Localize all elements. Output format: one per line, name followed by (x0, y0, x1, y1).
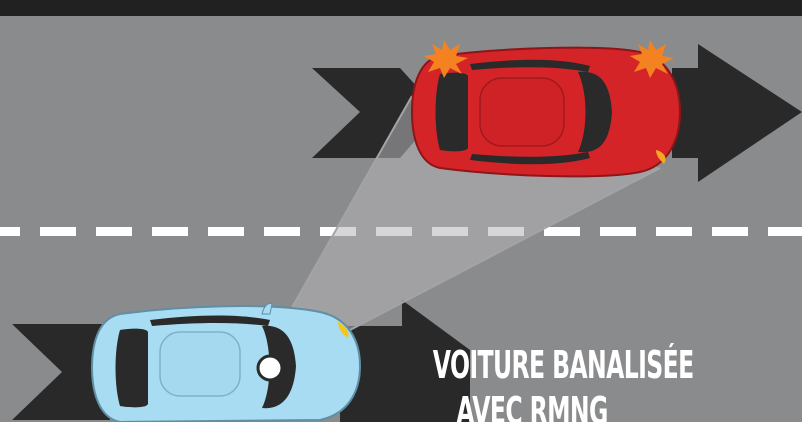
target-car-rear-window (436, 73, 469, 152)
unmarked-car (92, 303, 360, 422)
unmarked-car-caption: VOITURE BANALISÉE AVEC RMNG (433, 342, 631, 422)
road-edge-band (0, 0, 802, 16)
rmng-sensor (258, 356, 282, 380)
unmarked-car-roof (160, 332, 240, 396)
caption-line-1: VOITURE BANALISÉE (433, 342, 631, 388)
target-car-roof (480, 78, 564, 146)
target-car (412, 40, 680, 176)
unmarked-car-rear-window (116, 329, 149, 408)
caption-line-2: AVEC RMNG (433, 388, 631, 422)
